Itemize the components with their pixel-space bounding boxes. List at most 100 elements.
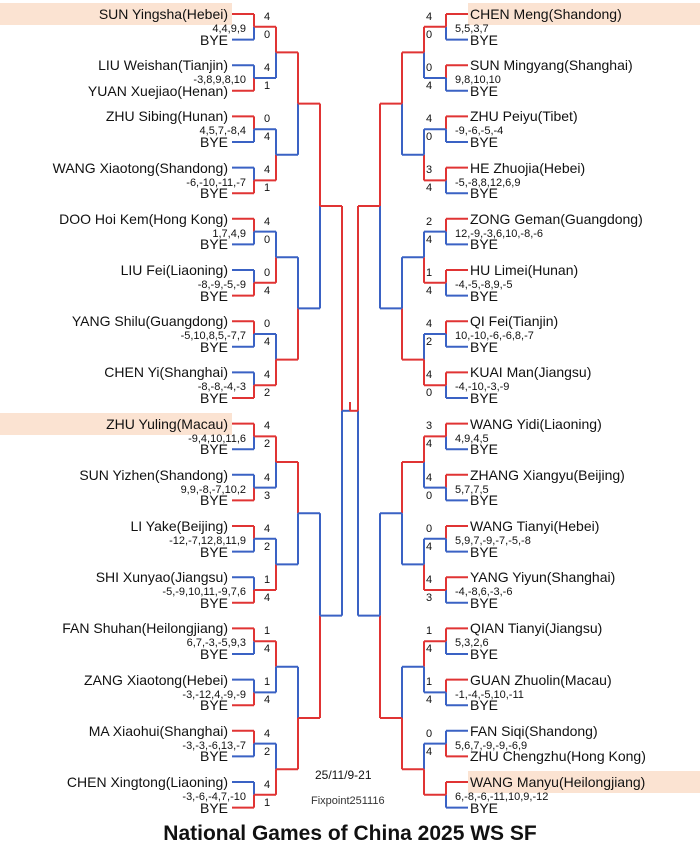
- left-game-count: 3: [264, 489, 271, 502]
- left-match-score: 6,7,-3,-5,9,3: [186, 637, 246, 650]
- right-match-score: 5,9,7,-9,-7,-5,-8: [455, 535, 531, 547]
- left-entry-name: YANG Shilu(Guangdong): [71, 313, 228, 330]
- left-match-score: 1,7,4,9: [212, 227, 246, 240]
- left-match-score: -8,-8,-4,-3: [197, 381, 246, 394]
- left-match-score: -3,8,9,8,10: [193, 74, 246, 87]
- right-entry-name: KUAI Man(Jiangsu): [470, 364, 592, 381]
- left-game-count: 0: [264, 28, 271, 41]
- right-match-score: -4,-5,-8,9,-5: [455, 279, 513, 291]
- left-game-count: 2: [264, 745, 271, 758]
- right-entry-name: CHEN Meng(Shandong): [470, 6, 622, 22]
- left-game-count: 4: [264, 215, 271, 228]
- right-game-count: 1: [426, 266, 433, 279]
- right-match-score: 5,6,7,-9,-9,-6,9: [455, 739, 528, 752]
- page-title: National Games of China 2025 WS SF: [163, 822, 537, 845]
- right-game-count: 0: [426, 62, 433, 74]
- right-game-count: 4: [426, 80, 433, 92]
- left-entry-name: LIU Fei(Liaoning): [120, 262, 228, 278]
- right-entry-name: ZONG Geman(Guangdong): [470, 210, 643, 227]
- left-entry-name: FAN Shuhan(Heilongjiang): [62, 620, 228, 637]
- left-entry-name: SUN Yingsha(Hebei): [98, 6, 228, 22]
- left-entry-name: BYE: [199, 134, 228, 150]
- right-entry-name: BYE: [470, 185, 499, 202]
- right-entry-name: BYE: [470, 441, 499, 458]
- left-game-count: 2: [264, 438, 271, 451]
- right-game-count: 4: [426, 643, 433, 656]
- right-entry-name: BYE: [470, 543, 499, 560]
- right-match-score: 6,-8,-6,-11,10,9,-12: [455, 791, 549, 803]
- left-game-count: 0: [264, 113, 271, 126]
- left-entry-name: ZHU Sibing(Hunan): [105, 108, 228, 125]
- left-game-count: 4: [264, 62, 271, 74]
- left-match-score: 4,5,7,-8,4: [199, 125, 246, 138]
- right-match-score: 4,9,4,5: [455, 432, 489, 445]
- right-match-score: 9,8,10,10: [455, 74, 501, 87]
- left-entry-name: SUN Yizhen(Shandong): [79, 466, 228, 483]
- left-entry-name: CHEN Xingtong(Liaoning): [66, 774, 228, 790]
- left-match-score: -3,-3,-6,13,-7: [182, 739, 246, 752]
- right-entry-name: YANG Yiyun(Shanghai): [470, 569, 616, 586]
- left-match-score: -9,4,10,11,6: [188, 432, 246, 445]
- left-entry-name: BYE: [199, 748, 228, 765]
- right-entry-name: BYE: [470, 236, 499, 253]
- right-match-score: -5,-8,8,12,6,9: [455, 176, 521, 189]
- right-game-count: 2: [426, 215, 433, 228]
- left-game-count: 4: [264, 522, 271, 535]
- right-entry-name: BYE: [470, 492, 499, 509]
- right-match-score: -9,-6,-5,-4: [455, 125, 504, 138]
- left-entry-name: BYE: [199, 799, 228, 816]
- left-match-score: -8,-9,-5,-9: [197, 279, 246, 291]
- left-game-count: 1: [264, 676, 271, 689]
- right-game-count: 4: [426, 113, 433, 126]
- left-game-count: 4: [264, 10, 271, 23]
- left-match-score: -6,-10,-11,-7: [186, 176, 246, 189]
- right-entry-name: WANG Yidi(Liaoning): [470, 415, 602, 432]
- left-game-count: 4: [264, 284, 271, 297]
- left-match-score: -3,-6,-4,7,-10: [182, 791, 246, 803]
- right-game-count: 0: [426, 387, 433, 400]
- right-entry-name: BYE: [470, 134, 499, 150]
- left-entry-name: BYE: [199, 543, 228, 560]
- right-entry-name: WANG Tianyi(Hebei): [470, 518, 600, 534]
- left-entry-name: LIU Weishan(Tianjin): [98, 57, 228, 74]
- left-game-count: 1: [264, 796, 271, 809]
- left-entry-name: CHEN Yi(Shanghai): [104, 364, 228, 381]
- right-highlight: [468, 3, 700, 25]
- right-game-count: 0: [426, 727, 433, 740]
- left-game-count: 4: [264, 336, 271, 348]
- right-match-score: 5,7,7,5: [455, 483, 489, 496]
- left-game-count: 4: [264, 369, 271, 382]
- right-entry-name: WANG Manyu(Heilongjiang): [470, 774, 646, 790]
- left-entry-name: LI Yake(Beijing): [130, 518, 228, 534]
- right-game-count: 3: [426, 420, 433, 433]
- left-game-count: 4: [264, 592, 271, 604]
- right-match-score: 5,3,2,6: [455, 637, 489, 650]
- credit-label: Fixpoint251116: [311, 795, 385, 807]
- right-game-count: 3: [426, 164, 433, 177]
- left-entry-name: MA Xiaohui(Shanghai): [88, 722, 228, 739]
- right-highlight: [468, 771, 700, 793]
- left-game-count: 4: [264, 131, 271, 144]
- right-game-count: 4: [426, 284, 433, 297]
- right-game-count: 1: [426, 625, 433, 638]
- right-entry-name: HE Zhuojia(Hebei): [470, 159, 586, 176]
- left-entry-name: ZANG Xiaotong(Hebei): [84, 671, 228, 688]
- right-entry-name: BYE: [470, 594, 499, 611]
- right-game-count: 4: [426, 540, 433, 553]
- right-game-count: 0: [426, 522, 433, 535]
- left-game-count: 1: [264, 182, 271, 195]
- left-game-count: 2: [264, 387, 271, 400]
- right-entry-name: BYE: [470, 338, 499, 355]
- right-match-score: -4,-10,-3,-9: [455, 381, 510, 394]
- left-entry-name: BYE: [199, 236, 228, 253]
- right-game-count: 3: [426, 592, 433, 604]
- right-game-count: 4: [426, 318, 433, 330]
- right-entry-name: BYE: [470, 31, 499, 48]
- right-match-score: -1,-4,-5,10,-11: [455, 688, 524, 701]
- right-entry-name: BYE: [470, 646, 499, 662]
- right-game-count: 2: [426, 336, 433, 348]
- left-game-count: 0: [264, 233, 271, 246]
- left-match-score: 4,4,9,9: [212, 23, 246, 35]
- right-entry-name: BYE: [470, 799, 499, 816]
